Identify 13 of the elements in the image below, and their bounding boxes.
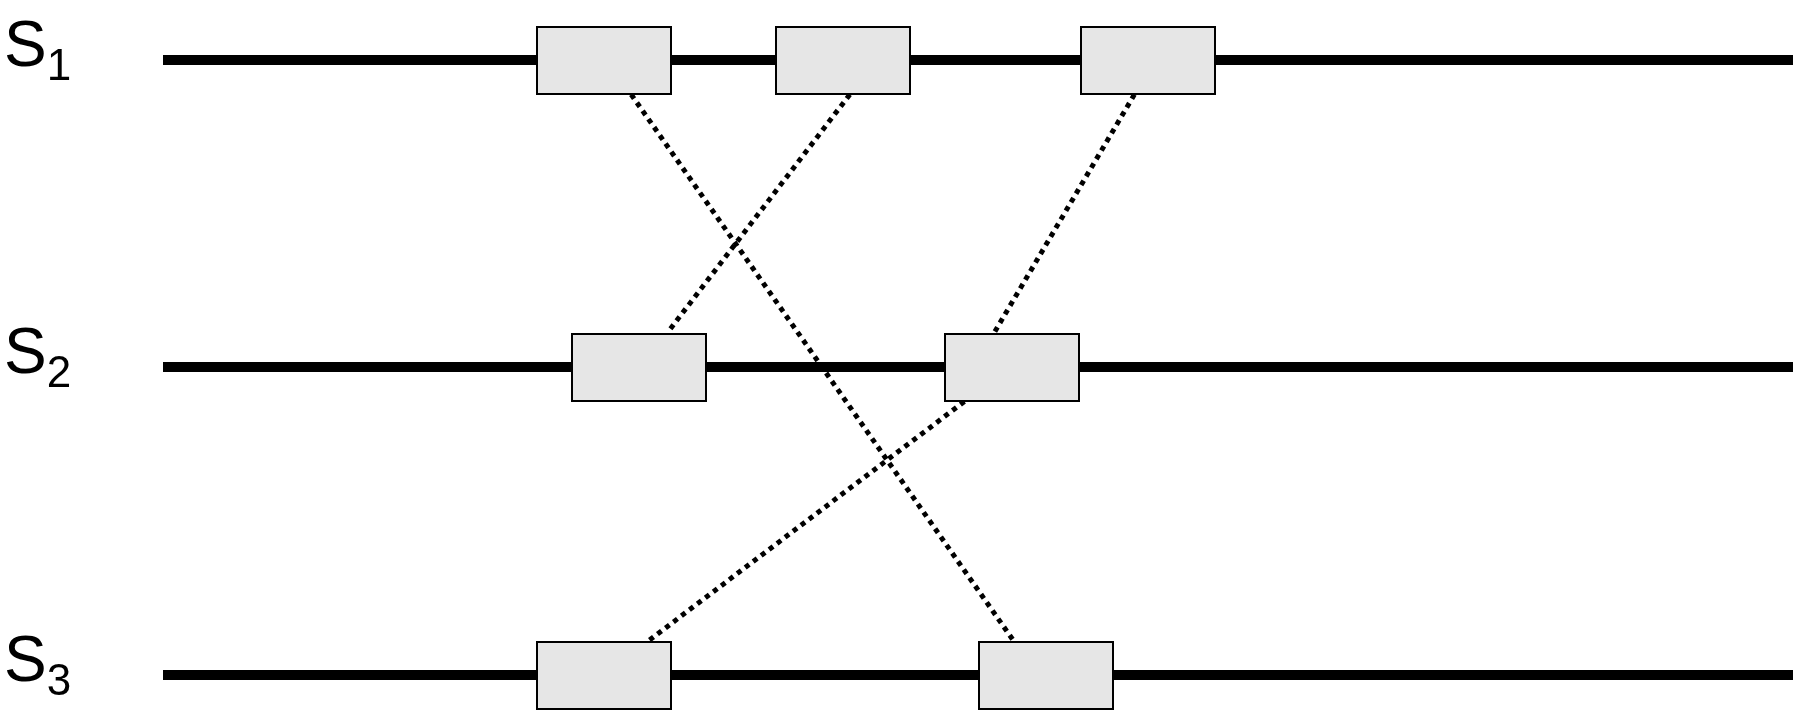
event-box [571,332,707,402]
row-label: S$_{2}$ [4,319,72,394]
event-box [944,332,1080,402]
event-box [1080,25,1216,95]
dotted-connector [992,93,1137,334]
event-box [536,640,672,710]
row-label: S$_{1}$ [4,12,72,87]
event-box [978,640,1114,710]
event-box [536,25,672,95]
row-label: S$_{3}$ [4,627,72,702]
event-box [775,25,911,95]
dotted-connector [647,399,966,643]
dotted-connector [629,93,1016,642]
